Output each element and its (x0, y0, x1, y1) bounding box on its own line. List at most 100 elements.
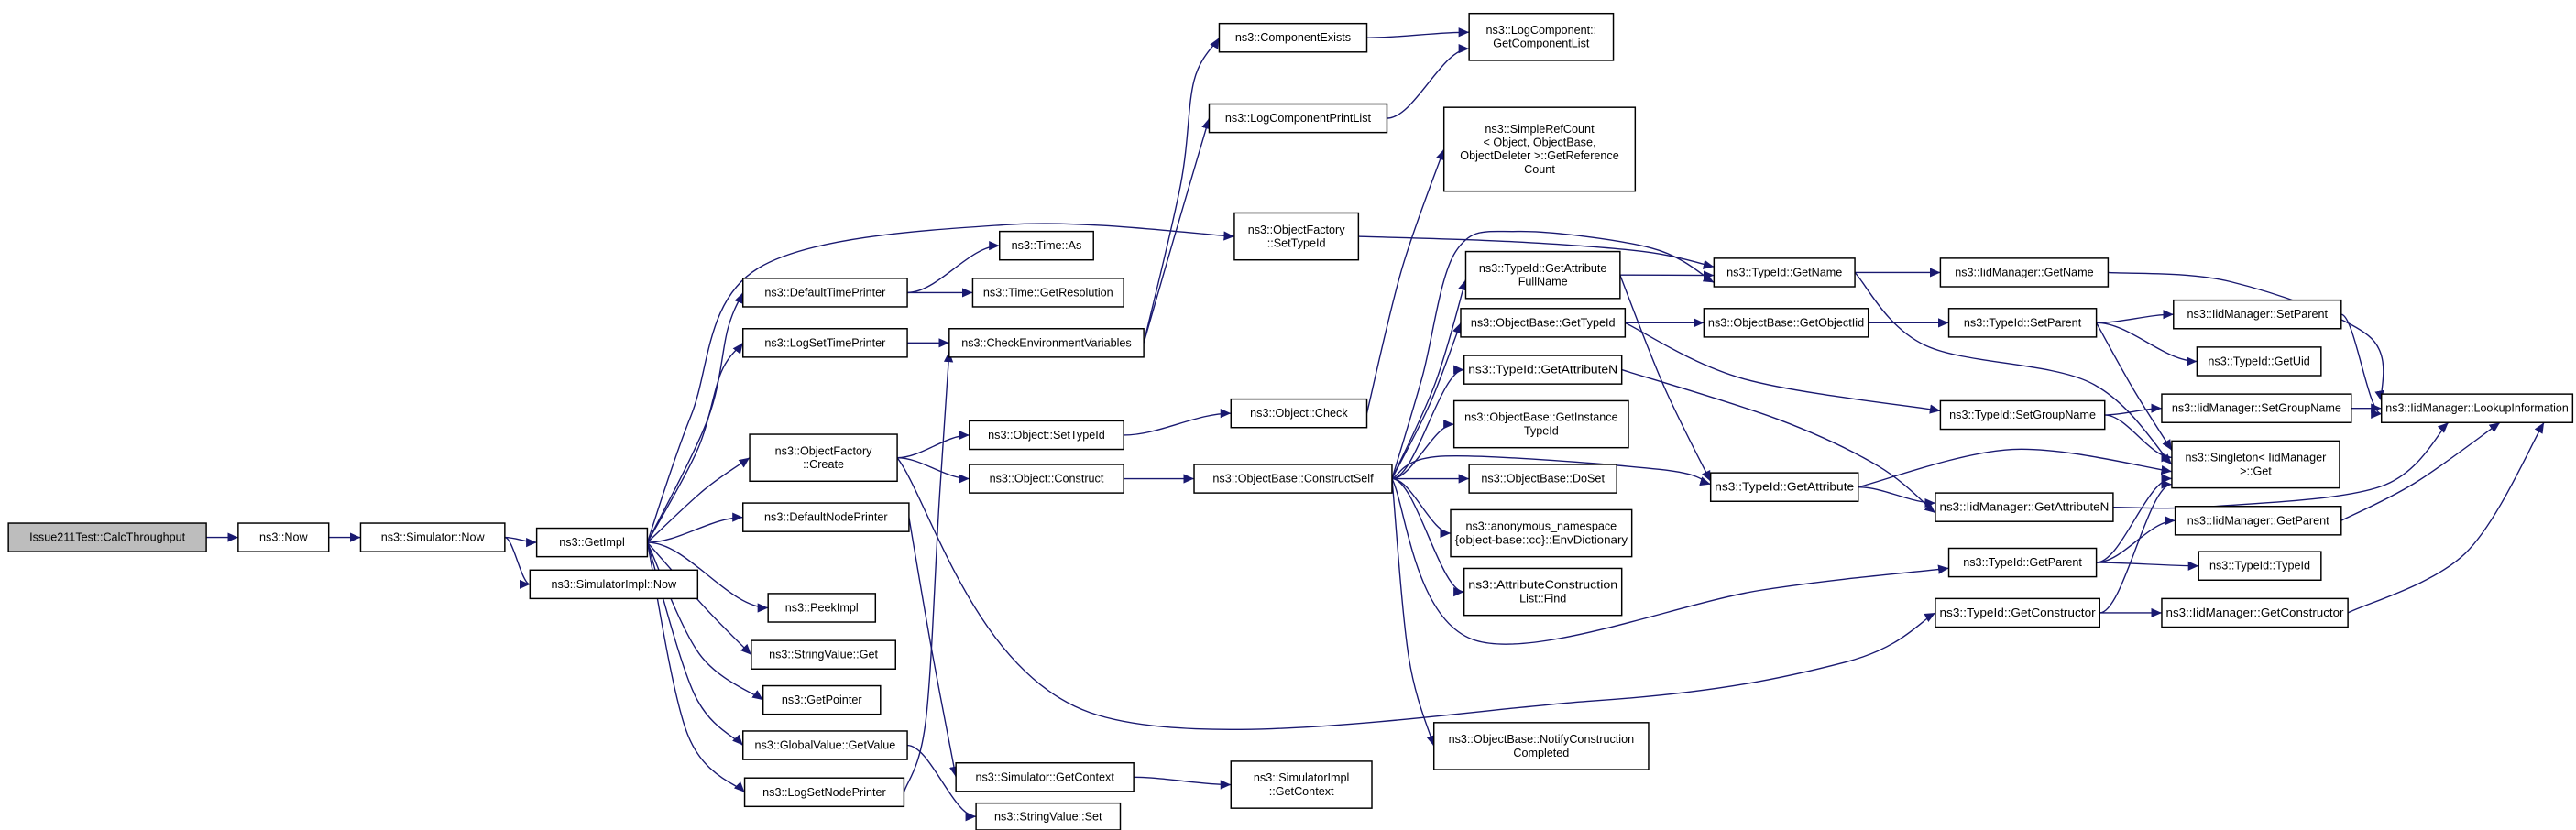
node-iid-getattrn[interactable]: ns3::IidManager::GetAttributeN (1935, 492, 2114, 522)
edge-def-time-printer-time-as (907, 241, 1000, 294)
edge-constructself-notify-cc (1391, 478, 1436, 747)
node-of-create[interactable]: ns3::ObjectFactory::Create (749, 433, 898, 483)
node-box (2198, 551, 2322, 581)
node-label: ns3::Object::Check (1250, 407, 1348, 420)
edge-constructself-tid-getparent (1391, 478, 1949, 645)
node-box (741, 730, 908, 760)
node-iid-getctor[interactable]: ns3::IidManager::GetConstructor (2161, 597, 2349, 628)
node-get-comp-list[interactable]: ns3::LogComponent::GetComponentList (1468, 12, 1615, 61)
node-label: ns3::Time::As (1012, 239, 1082, 252)
node-tid-getparent[interactable]: ns3::TypeId::GetParent (1947, 547, 2098, 578)
node-label: ns3::Singleton< IidManager>::Get (2186, 452, 2327, 478)
edge-obj-check-refcount (1365, 148, 1445, 414)
node-label: ns3::TypeId::SetParent (1964, 316, 2082, 329)
node-box (7, 522, 207, 552)
node-sim-now[interactable]: ns3::Simulator::Now (359, 522, 506, 552)
node-tid-tid[interactable]: ns3::TypeId::TypeId (2198, 551, 2322, 581)
node-tid-getname[interactable]: ns3::TypeId::GetName (1713, 257, 1856, 288)
node-sim-getctx[interactable]: ns3::Simulator::GetContext (955, 762, 1135, 792)
node-box (1947, 547, 2098, 578)
node-tid-getattr[interactable]: ns3::TypeId::GetAttribute (1709, 472, 1859, 502)
node-box (1218, 22, 1368, 53)
node-label: ns3::LogSetNodePrinter (762, 786, 886, 799)
node-ob-getobjiid[interactable]: ns3::ObjectBase::GetObjectIid (1703, 308, 1869, 338)
node-sv-get[interactable]: ns3::StringValue::Get (751, 639, 896, 670)
edge-iid-getattrn-iid-lookup (2112, 421, 2450, 509)
node-iid-setgroup[interactable]: ns3::IidManager::SetGroupName (2161, 393, 2352, 423)
node-label: ns3::anonymous_namespace{object-base::cc… (1455, 520, 1628, 547)
node-iid-getparent[interactable]: ns3::IidManager::GetParent (2174, 506, 2342, 536)
node-getpointer[interactable]: ns3::GetPointer (762, 684, 882, 715)
node-label: ns3::TypeId::GetAttribute (1715, 481, 1854, 494)
node-singleton-get[interactable]: ns3::Singleton< IidManager>::Get (2171, 440, 2340, 489)
node-envdict[interactable]: ns3::anonymous_namespace{object-base::cc… (1450, 508, 1633, 558)
node-box (1432, 722, 1650, 770)
node-log-set-time[interactable]: ns3::LogSetTimePrinter (741, 328, 908, 358)
node-label: ns3::TypeId::TypeId (2209, 560, 2310, 573)
node-simimpl-now[interactable]: ns3::SimulatorImpl::Now (529, 569, 699, 600)
node-def-time-printer[interactable]: ns3::DefaultTimePrinter (741, 278, 908, 308)
edge-getimpl-def-time-printer (646, 292, 744, 543)
node-time-getres[interactable]: ns3::Time::GetResolution (971, 278, 1124, 308)
edge-tid-getparent-tid-tid (2096, 561, 2199, 571)
node-time-as[interactable]: ns3::Time::As (998, 230, 1094, 261)
node-iid-getname[interactable]: ns3::IidManager::GetName (1939, 257, 2110, 288)
node-label: ns3::ObjectFactory::Create (775, 444, 873, 471)
node-iid-lookup[interactable]: ns3::IidManager::LookupInformation (2380, 393, 2574, 423)
edge-of-create-obj-settid (897, 430, 970, 459)
node-tid-getctor[interactable]: ns3::TypeId::GetConstructor (1935, 597, 2100, 628)
edge-tid-getctor-singleton-get (2099, 479, 2173, 614)
node-simimpl-getctx[interactable]: ns3::SimulatorImpl::GetContext (1230, 760, 1373, 809)
node-sv-set[interactable]: ns3::StringValue::Set (975, 802, 1122, 830)
node-box (749, 433, 898, 483)
edge-getimpl-def-node-printer (647, 512, 743, 543)
node-of-settid[interactable]: ns3::ObjectFactory::SetTypeId (1233, 212, 1360, 261)
node-label: ns3::StringValue::Set (994, 810, 1102, 823)
edge-sim-now-simimpl-now (504, 536, 531, 589)
node-ob-doset[interactable]: ns3::ObjectBase::DoSet (1468, 464, 1617, 494)
edge-constructself-tid-getattrn (1391, 365, 1464, 480)
edge-tid-setgroup-iid-setgroup (2104, 403, 2162, 416)
node-tid-setparent[interactable]: ns3::TypeId::SetParent (1947, 308, 2098, 338)
node-label: ns3::IidManager::SetGroupName (2172, 402, 2341, 415)
node-obj-check[interactable]: ns3::Object::Check (1230, 398, 1368, 429)
node-comp-exists[interactable]: ns3::ComponentExists (1218, 22, 1368, 53)
node-obj-settid[interactable]: ns3::Object::SetTypeId (969, 420, 1124, 451)
node-now[interactable]: ns3::Now (237, 522, 330, 552)
node-check-env[interactable]: ns3::CheckEnvironmentVariables (948, 328, 1145, 358)
node-label: ns3::SimulatorImpl::GetContext (1254, 771, 1349, 798)
node-gv-getvalue[interactable]: ns3::GlobalValue::GetValue (741, 730, 908, 760)
node-getimpl[interactable]: ns3::GetImpl (535, 527, 649, 558)
node-tid-getuid[interactable]: ns3::TypeId::GetUid (2196, 346, 2322, 377)
node-iid-setparent[interactable]: ns3::IidManager::SetParent (2173, 299, 2342, 330)
edge-getimpl-log-set-time (646, 342, 744, 543)
node-log-set-node[interactable]: ns3::LogSetNodePrinter (743, 777, 905, 808)
node-label: ns3::TypeId::GetConstructor (1939, 606, 2095, 619)
node-tid-getattrn[interactable]: ns3::TypeId::GetAttributeN (1463, 355, 1623, 385)
node-refcount[interactable]: ns3::SimpleRefCount< Object, ObjectBase,… (1442, 106, 1637, 192)
node-label: ns3::IidManager::LookupInformation (2385, 402, 2568, 415)
node-ob-gettid[interactable]: ns3::ObjectBase::GetTypeId (1460, 308, 1627, 338)
node-box (741, 328, 908, 358)
edge-log-print-list-get-comp-list (1387, 44, 1470, 119)
node-peekimpl[interactable]: ns3::PeekImpl (767, 593, 877, 623)
node-label: ns3::IidManager::SetParent (2187, 308, 2329, 321)
node-box (969, 420, 1124, 451)
node-label: ns3::DefaultTimePrinter (764, 286, 885, 299)
node-obj-construct[interactable]: ns3::Object::Construct (969, 464, 1124, 494)
node-tid-setgroup[interactable]: ns3::TypeId::SetGroupName (1939, 399, 2106, 431)
edge-def-node-printer-sim-getctx (908, 517, 959, 778)
node-box (971, 278, 1124, 308)
node-constructself[interactable]: ns3::ObjectBase::ConstructSelf (1193, 464, 1393, 494)
node-def-node-printer[interactable]: ns3::DefaultNodePrinter (741, 502, 910, 532)
node-box (1464, 250, 1621, 300)
node-log-print-list[interactable]: ns3::LogComponentPrintList (1208, 103, 1388, 134)
node-box (535, 527, 649, 558)
node-label: ns3::GlobalValue::GetValue (755, 739, 896, 752)
